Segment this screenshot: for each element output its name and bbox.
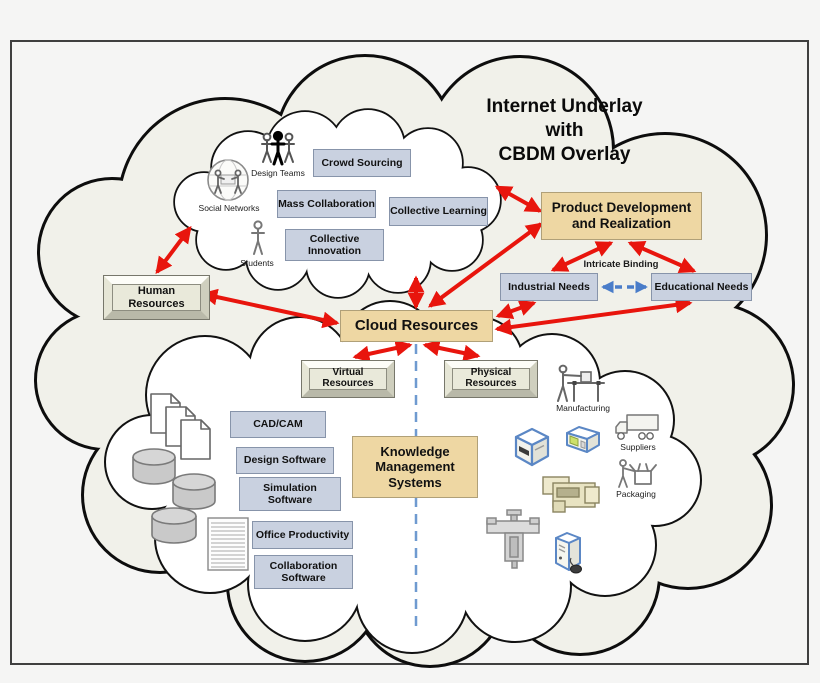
students-icon [247, 220, 269, 258]
arrow-humanresources-socialcloud [155, 225, 192, 275]
virtual-resources-label: Virtual Resources [309, 367, 387, 390]
node-knowledge-management: Knowledge Management Systems [352, 436, 478, 498]
arrow-productdev-industrialneeds [550, 241, 614, 272]
database-icon [131, 447, 177, 487]
arrow-socialcloud-productdev [494, 185, 543, 213]
design-teams-icon [258, 130, 298, 168]
bevel-frame [445, 361, 537, 397]
node-virtual-resources: Virtual Resources [301, 360, 395, 398]
database-icon [171, 472, 217, 512]
notes-icon [207, 517, 249, 571]
bevel-frame [302, 361, 394, 397]
human-resources-label: Human Resources [112, 284, 201, 311]
node-collective-learning: Collective Learning [389, 197, 488, 226]
node-cloud-resources: Cloud Resources [340, 310, 493, 342]
node-office-productivity: Office Productivity [252, 521, 353, 549]
database-icon [150, 505, 198, 547]
arrow-productdev-educationalneeds [627, 241, 697, 273]
arrow-humanresources-cloudresources [200, 288, 340, 329]
node-simulation-software: Simulation Software [239, 477, 341, 511]
social-networks-label: Social Networks [198, 203, 260, 213]
arrow-cloudresources-physical [422, 339, 481, 362]
printer3d-icon [510, 423, 554, 469]
intricate-binding-label: Intricate Binding [583, 259, 659, 270]
social-networks-icon [205, 158, 251, 204]
node-cad-cam: CAD/CAM [230, 411, 326, 438]
arrow-educationalneeds-cloudresources [494, 296, 693, 336]
packaging-label: Packaging [616, 489, 656, 499]
cnc-machine-icon [541, 474, 603, 516]
milling-machine-icon [485, 508, 541, 570]
node-educational-needs: Educational Needs [651, 273, 752, 301]
arrow-cloudresources-virtual [352, 339, 413, 363]
diagram-title: Internet Underlay with CBDM Overlay [486, 96, 643, 165]
node-product-development: Product Development and Realization [541, 192, 702, 240]
node-mass-collaboration: Mass Collaboration [277, 190, 376, 218]
physical-resources-label: Physical Resources [452, 367, 530, 390]
node-crowd-sourcing: Crowd Sourcing [313, 149, 411, 177]
manufacturing-icon [554, 364, 608, 404]
node-collaboration-software: Collaboration Software [254, 555, 353, 589]
node-industrial-needs: Industrial Needs [500, 273, 598, 301]
computer-tower-icon [551, 530, 587, 576]
suppliers-label: Suppliers [620, 442, 656, 452]
packaging-icon [615, 458, 657, 490]
documents-icon [150, 393, 232, 461]
students-label: Students [240, 258, 274, 268]
manufacturing-label: Manufacturing [556, 403, 610, 413]
node-physical-resources: Physical Resources [444, 360, 538, 398]
design-teams-label: Design Teams [251, 168, 305, 178]
node-human-resources: Human Resources [103, 275, 210, 320]
controller-icon [563, 423, 603, 457]
node-collective-innovation: Collective Innovation [285, 229, 384, 261]
node-design-software: Design Software [236, 447, 334, 474]
arrow-productdev-cloudresources [427, 222, 544, 308]
truck-icon [614, 412, 660, 444]
